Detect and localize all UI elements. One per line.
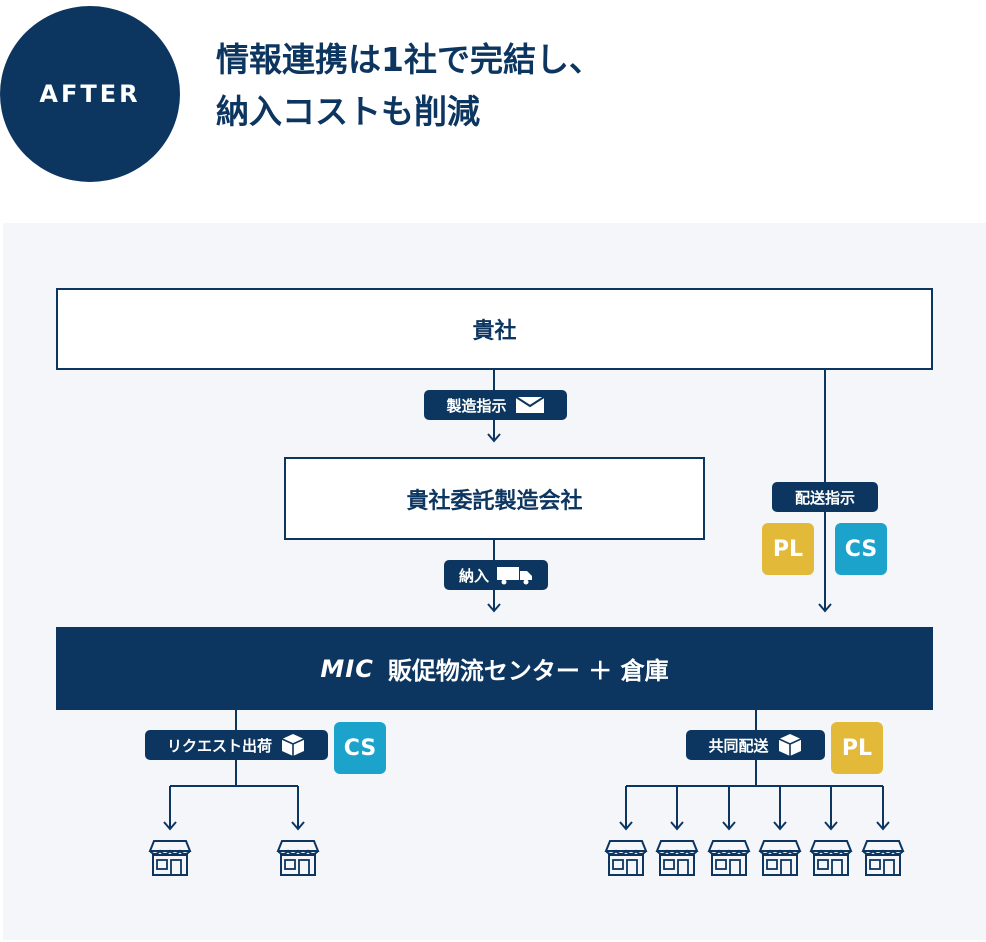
tag-request-shipping: リクエスト出荷	[145, 730, 328, 760]
store-icon	[149, 840, 191, 876]
box-icon	[281, 734, 305, 756]
store-icon	[862, 840, 904, 876]
tag-shipping-instruction-label: 配送指示	[794, 488, 855, 507]
contract-maker-label: 貴社委託製造会社	[406, 488, 583, 514]
cs-badge-top: CS	[835, 523, 887, 575]
page-title: 情報連携は1社で完結し、 納入コストも削減	[216, 34, 602, 138]
client-label: 貴社	[472, 319, 517, 344]
pl-badge-right-label: PL	[841, 735, 873, 761]
tag-request-shipping-label: リクエスト出荷	[166, 736, 272, 755]
title-line-1: 情報連携は1社で完結し、	[216, 40, 602, 79]
pl-badge-top: PL	[762, 523, 814, 575]
pl-badge-top-label: PL	[772, 536, 804, 562]
mic-logo: MIC	[320, 654, 374, 683]
box-icon	[778, 734, 801, 756]
store-icon	[759, 840, 801, 876]
store-icon	[277, 840, 319, 876]
title-line-2: 納入コストも削減	[216, 92, 480, 131]
cs-badge-top-label: CS	[844, 536, 878, 562]
logistics-center-bar: MIC 販促物流センター ＋ 倉庫	[56, 627, 933, 710]
client-box: 貴社	[56, 288, 933, 370]
mail-icon	[514, 396, 545, 413]
tag-joint-delivery-label: 共同配送	[708, 736, 769, 755]
store-icon	[708, 840, 750, 876]
store-icon	[810, 840, 852, 876]
store-icon	[605, 840, 647, 876]
after-badge-label: AFTER	[39, 80, 141, 108]
contract-maker-box: 貴社委託製造会社	[284, 457, 705, 540]
truck-icon	[497, 567, 532, 585]
tag-manufacture-label: 製造指示	[446, 396, 507, 415]
center-label: 販促物流センター ＋ 倉庫	[387, 657, 669, 685]
after-badge: AFTER	[0, 6, 180, 182]
tag-delivery-in-label: 納入	[458, 566, 489, 585]
tag-shipping-instruction: 配送指示	[772, 482, 878, 512]
store-icon	[656, 840, 698, 876]
tag-joint-delivery: 共同配送	[686, 730, 825, 760]
tag-manufacture: 製造指示	[424, 390, 567, 420]
tag-delivery-in: 納入	[444, 560, 548, 590]
cs-badge-left: CS	[334, 722, 386, 774]
pl-badge-right: PL	[831, 722, 883, 774]
cs-badge-left-label: CS	[343, 735, 377, 761]
